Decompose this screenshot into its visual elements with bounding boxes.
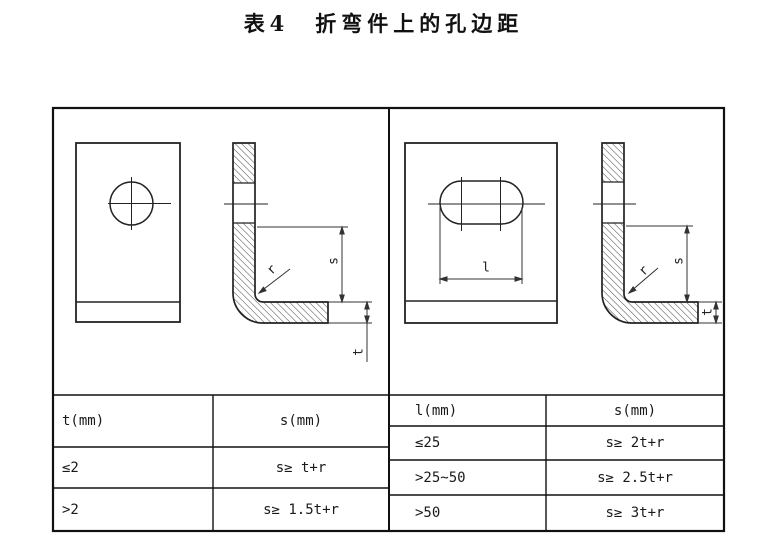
left-dim-label-s: s [326, 257, 342, 265]
l-arrow-right [514, 276, 524, 282]
right-section-hatch-bottom [602, 223, 698, 323]
left-r-arrow [257, 286, 267, 294]
right-table-header-s: s(mm) [613, 402, 657, 419]
left-table-row2-col2: s≥ 1.5t+r [263, 501, 339, 518]
right-table-row2-col1: >25~50 [415, 469, 466, 486]
left-flat-view [75, 142, 181, 323]
left-table-row1-col2: s≥ t+r [275, 459, 327, 476]
slot-hole [439, 180, 524, 225]
left-r-leader [259, 268, 291, 293]
page-title: 表4 折弯件上的孔边距 [243, 11, 524, 36]
left-t-arrow-down [364, 315, 370, 325]
right-dim-label-l: l [482, 260, 490, 276]
right-dim-label-t: t [700, 308, 716, 316]
right-s-arrow-up [684, 224, 690, 234]
right-t-arrow-down [713, 315, 719, 325]
right-l-dimension [438, 207, 524, 284]
right-t-arrow-up [713, 300, 719, 310]
right-table-row3-col1: >50 [415, 505, 441, 521]
right-r-leader [629, 267, 659, 293]
left-section-view [224, 142, 329, 324]
right-section-view [593, 142, 699, 324]
left-s-arrow-up [339, 225, 345, 235]
right-dimensions [626, 224, 722, 325]
left-table-row2-col1: >2 [62, 501, 79, 518]
left-table-header-s: s(mm) [279, 413, 323, 429]
left-t-arrow-up [364, 300, 370, 310]
left-dim-label-t: t [351, 348, 367, 356]
right-table-row1-col1: ≤25 [415, 435, 441, 451]
left-section-hatch-top [233, 143, 255, 183]
left-plate-outline [75, 142, 181, 323]
right-table-row2-col2: s≥ 2.5t+r [597, 469, 673, 486]
right-r-arrow [627, 286, 637, 295]
left-table-header-t: t(mm) [62, 413, 105, 429]
l-arrow-left [438, 276, 448, 282]
right-table-row1-col2: s≥ 2t+r [605, 435, 665, 451]
left-table-row1-col1: ≤2 [62, 459, 79, 476]
left-section-outline [232, 142, 329, 324]
right-table-row3-col2: s≥ 3t+r [605, 505, 665, 521]
right-flat-view [404, 142, 558, 324]
right-section-outline [601, 142, 699, 324]
left-dimensions [257, 225, 372, 362]
right-dim-label-s: s [671, 257, 687, 265]
right-table-header-l: l(mm) [415, 402, 458, 419]
right-plate-outline [404, 142, 558, 324]
left-s-arrow-down [339, 294, 345, 304]
right-s-arrow-down [684, 294, 690, 304]
left-section-hatch-bottom [233, 223, 328, 323]
table-grid [51, 106, 726, 533]
right-section-hatch-top [602, 143, 624, 182]
